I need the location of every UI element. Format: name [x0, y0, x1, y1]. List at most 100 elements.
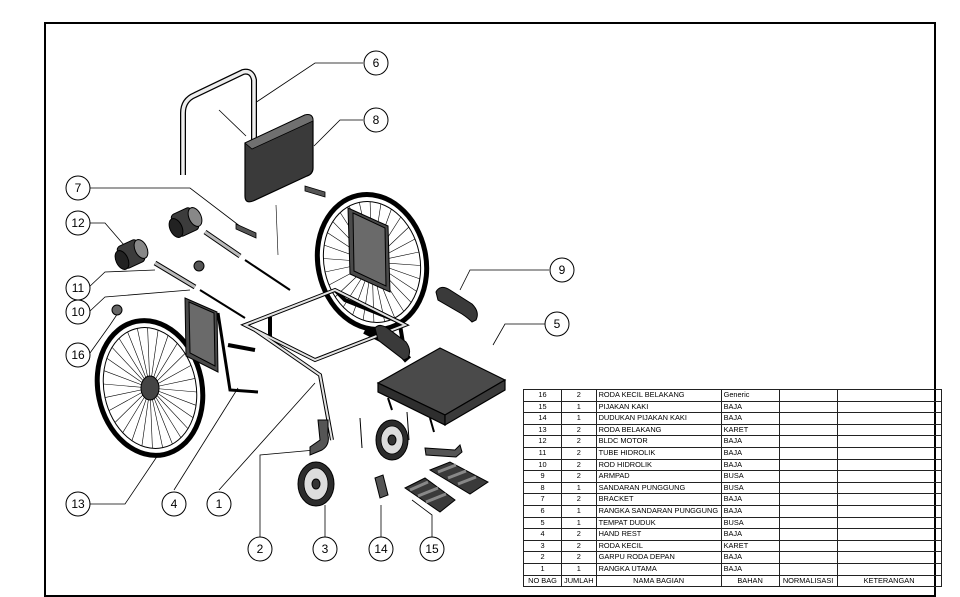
footrest-mount-part: [359, 411, 463, 499]
bom-cell-note: [836, 516, 942, 530]
bom-cell-name: BRACKET: [595, 493, 722, 506]
bom-cell-no: 4: [523, 528, 562, 541]
bom-cell-note: [836, 412, 942, 425]
bom-cell-no: 5: [523, 516, 562, 530]
callout-9: 9: [549, 257, 575, 283]
bom-cell-norm: [778, 446, 838, 460]
bom-cell-material: BAJA: [720, 400, 780, 414]
callout-4: 4: [161, 491, 187, 517]
bom-cell-norm: [778, 516, 838, 530]
bom-cell-no: 3: [523, 539, 562, 553]
bom-cell-name: DUDUKAN PIJAKAN KAKI: [595, 412, 722, 425]
bom-cell-material: BAJA: [720, 504, 780, 518]
bom-cell-note: [836, 493, 942, 506]
svg-text:1: 1: [216, 497, 223, 511]
callout-7: 7: [65, 175, 91, 201]
bom-cell-norm: [778, 481, 838, 495]
bom-cell-material: Generic: [720, 389, 780, 402]
main-frame-highlight: [242, 288, 408, 441]
bom-header-cell: BAHAN: [720, 574, 780, 588]
bom-cell-qty: 1: [561, 412, 597, 425]
bom-cell-note: [836, 435, 942, 448]
callout-5: 5: [544, 311, 570, 337]
bom-cell-material: BAJA: [720, 528, 780, 541]
bom-cell-no: 13: [523, 423, 562, 437]
bom-cell-note: [836, 389, 942, 402]
bom-cell-material: BAJA: [720, 435, 780, 448]
callout-16: 16: [65, 342, 91, 368]
bom-cell-norm: [778, 562, 838, 576]
bom-cell-name: TEMPAT DUDUK: [595, 516, 722, 530]
svg-text:16: 16: [71, 348, 85, 362]
bom-cell-qty: 2: [561, 528, 597, 541]
bom-cell-material: BAJA: [720, 458, 780, 472]
svg-text:11: 11: [72, 281, 85, 295]
bom-cell-qty: 2: [561, 493, 597, 506]
bom-header-cell: KETERANGAN: [836, 574, 942, 588]
bom-cell-no: 14: [523, 412, 562, 425]
bom-cell-name: RANGKA SANDARAN PUNGGUNG: [595, 504, 722, 518]
bom-cell-name: PIJAKAN KAKI: [595, 400, 722, 414]
bom-cell-qty: 2: [561, 446, 597, 460]
bom-cell-material: BAJA: [720, 446, 780, 460]
svg-text:15: 15: [425, 542, 439, 556]
callout-10: 10: [65, 299, 91, 325]
callout-11: 11: [65, 275, 91, 301]
bom-cell-norm: [778, 539, 838, 553]
bom-cell-norm: [778, 435, 838, 448]
bom-cell-no: 16: [523, 389, 562, 402]
bom-cell-note: [836, 400, 942, 414]
bom-cell-material: BUSA: [720, 481, 780, 495]
bom-cell-qty: 1: [561, 400, 597, 414]
bom-cell-qty: 2: [561, 551, 597, 564]
svg-text:13: 13: [71, 497, 85, 511]
bom-cell-qty: 2: [561, 539, 597, 553]
seat-part: [376, 347, 507, 433]
bom-cell-qty: 1: [561, 504, 597, 518]
bom-cell-qty: 2: [561, 458, 597, 472]
backrest-cushion-part: [244, 114, 314, 203]
bom-cell-name: ARMPAD: [595, 470, 722, 483]
bom-cell-qty: 1: [561, 516, 597, 530]
bom-cell-note: [836, 458, 942, 472]
bom-cell-material: BAJA: [720, 493, 780, 506]
bom-header-cell: NO BAG: [523, 574, 562, 588]
bom-cell-name: SANDARAN PUNGGUNG: [595, 481, 722, 495]
bom-cell-note: [836, 504, 942, 518]
footrest-part: [404, 461, 489, 513]
bom-cell-qty: 2: [561, 423, 597, 437]
bom-cell-material: BAJA: [720, 551, 780, 564]
bom-cell-name: RODA BELAKANG: [595, 423, 722, 437]
bom-header-cell: NORMALISASI: [778, 574, 838, 588]
bom-cell-norm: [778, 470, 838, 483]
bom-cell-note: [836, 423, 942, 437]
bom-cell-note: [836, 528, 942, 541]
svg-text:4: 4: [171, 497, 178, 511]
bom-header-cell: JUMLAH: [561, 574, 597, 588]
svg-text:7: 7: [75, 181, 82, 195]
svg-text:9: 9: [559, 263, 566, 277]
rear-wheel-left-part: [94, 318, 206, 458]
bom-cell-qty: 2: [561, 435, 597, 448]
bldc-motor-part: [114, 207, 203, 270]
backrest-frame-part: [180, 68, 257, 175]
bom-cell-norm: [778, 389, 838, 402]
svg-text:3: 3: [322, 542, 329, 556]
bom-cell-note: [836, 551, 942, 564]
